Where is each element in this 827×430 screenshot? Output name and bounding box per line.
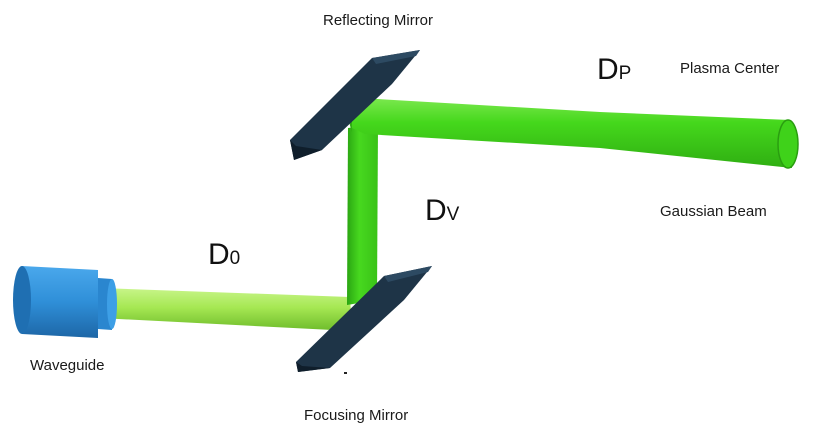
d0-subscript: 0 bbox=[229, 248, 241, 269]
dv-label: DV bbox=[425, 196, 459, 226]
dp-subscript: P bbox=[618, 63, 632, 84]
reflecting-mirror bbox=[290, 50, 420, 160]
reflecting-mirror-label: Reflecting Mirror bbox=[323, 12, 434, 29]
output-beam bbox=[349, 98, 799, 169]
d0-base: D bbox=[208, 238, 230, 271]
vertical-beam bbox=[347, 124, 378, 305]
dp-label: DP bbox=[597, 55, 631, 85]
dv-base: D bbox=[425, 194, 447, 227]
dp-base: D bbox=[597, 53, 619, 86]
focusing-mirror-label: Focusing Mirror bbox=[304, 407, 409, 424]
plasma-center-label: Plasma Center bbox=[680, 60, 780, 77]
input-beam bbox=[95, 288, 352, 331]
dv-subscript: V bbox=[446, 204, 460, 225]
gaussian-beam-label: Gaussian Beam bbox=[660, 203, 767, 220]
waveguide-component bbox=[13, 266, 117, 338]
waveguide-label: Waveguide bbox=[30, 357, 105, 374]
focusing-mirror bbox=[296, 266, 432, 374]
d0-label: D0 bbox=[208, 240, 240, 270]
